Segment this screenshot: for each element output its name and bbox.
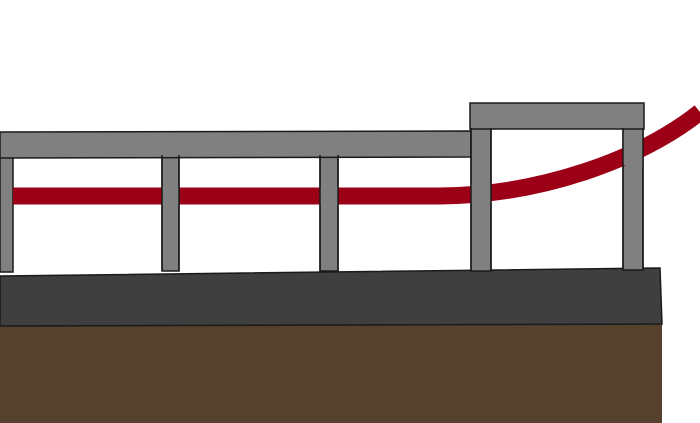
column-front [320, 187, 338, 205]
column-front [623, 130, 643, 165]
column [319, 154, 339, 272]
foundation-slab [0, 267, 663, 327]
low-roof-beam [0, 130, 472, 159]
column-front [471, 183, 491, 203]
column [0, 154, 14, 273]
raised-roof-beam [469, 102, 645, 130]
column [161, 154, 180, 272]
soil-layer [0, 324, 662, 423]
pipe [13, 105, 700, 205]
column-front [162, 187, 179, 205]
